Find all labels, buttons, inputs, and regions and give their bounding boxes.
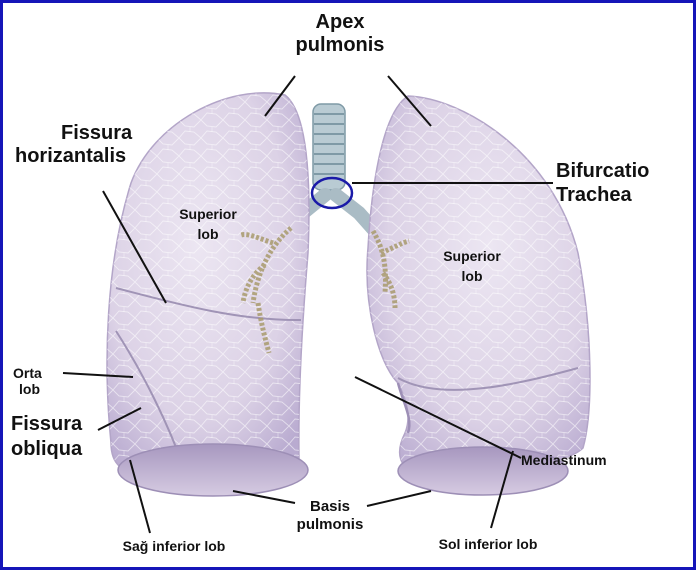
label-right-superior-lob-line2: lob bbox=[198, 226, 219, 242]
label-bifurcatio-line2: Trachea bbox=[556, 184, 632, 206]
leader-basis-left bbox=[367, 491, 431, 506]
label-fissura-obliqua-line2: obliqua bbox=[11, 438, 83, 460]
label-fissura-obliqua-line1: Fissura bbox=[11, 413, 83, 435]
label-right-superior-lob-line1: Superior bbox=[179, 206, 237, 222]
label-bifurcatio-line1: Bifurcatio bbox=[556, 160, 649, 182]
label-mediastinum: Mediastinum bbox=[521, 452, 607, 468]
label-sag-inferior-lob: Sağ inferior lob bbox=[123, 538, 226, 554]
right-lung-base bbox=[118, 444, 308, 496]
label-left-superior-lob-line1: Superior bbox=[443, 248, 501, 264]
leader-basis-right bbox=[233, 491, 295, 503]
label-basis-pulmonis-line2: pulmonis bbox=[297, 516, 364, 533]
label-apex-line2: pulmonis bbox=[296, 34, 385, 56]
label-basis-pulmonis-line1: Basis bbox=[310, 498, 350, 515]
right-lung bbox=[107, 93, 309, 473]
lung-diagram: Apex pulmonis Fissura horizantalis Bifur… bbox=[3, 3, 693, 567]
left-lung bbox=[367, 96, 590, 473]
label-left-superior-lob-line2: lob bbox=[462, 268, 483, 284]
label-orta-lob-line1: Orta bbox=[13, 365, 42, 381]
label-orta-lob-line2: lob bbox=[19, 381, 40, 397]
label-apex-line1: Apex bbox=[316, 11, 365, 33]
label-fissura-horizantalis-line2: horizantalis bbox=[15, 145, 126, 167]
label-fissura-horizantalis-line1: Fissura bbox=[61, 122, 133, 144]
label-sol-inferior-lob: Sol inferior lob bbox=[439, 536, 538, 552]
